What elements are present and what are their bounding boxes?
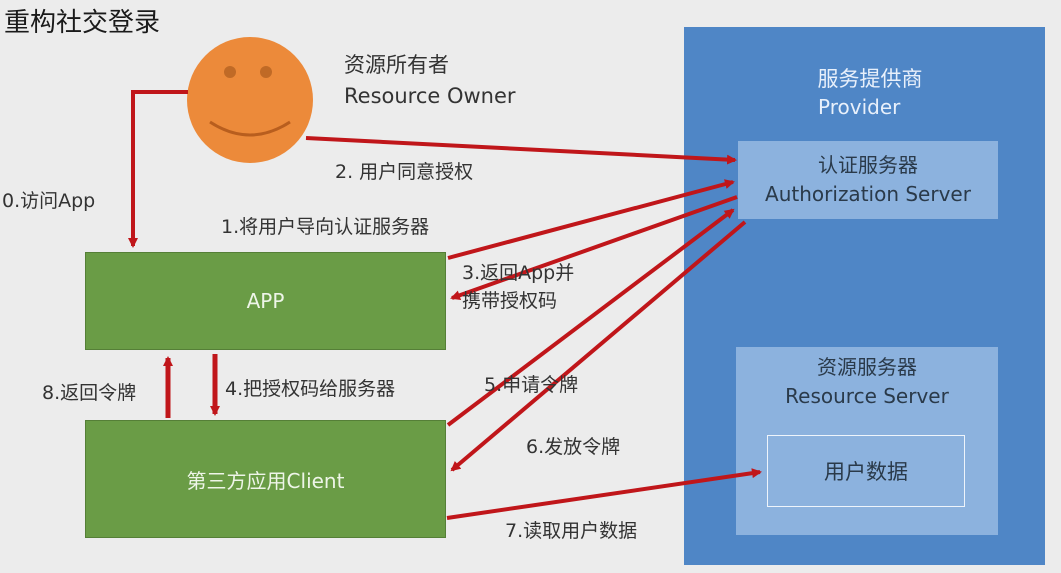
provider-title: 服务提供商 — [817, 67, 923, 91]
resource-owner-label: 资源所有者 Resource Owner — [344, 50, 516, 112]
step-1-label: 1.将用户导向认证服务器 — [221, 216, 430, 238]
page-title: 重构社交登录 — [4, 8, 161, 38]
arrow-step-7 — [446, 468, 762, 520]
user-data-label: 用户数据 — [824, 460, 908, 484]
authorization-server-label-cn: 认证服务器 — [818, 153, 918, 177]
step-4-label: 4.把授权码给服务器 — [225, 378, 396, 400]
resource-server-label-cn: 资源服务器 — [817, 355, 917, 379]
arrow-step-6 — [450, 220, 747, 472]
client-label: 第三方应用Client — [186, 468, 345, 493]
step-3-label-line1: 3.返回App并 — [462, 262, 575, 284]
arrow-step-0 — [128, 90, 188, 248]
step-2-label: 2. 用户同意授权 — [335, 161, 474, 183]
client-box: 第三方应用Client — [85, 420, 446, 538]
app-label: APP — [246, 289, 285, 313]
resource-owner-label-cn: 资源所有者 — [344, 53, 449, 77]
authorization-server-box: 认证服务器 Authorization Server — [738, 141, 998, 219]
authorization-server-label-en: Authorization Server — [765, 182, 971, 206]
step-3-label-line2: 携带授权码 — [462, 290, 558, 312]
app-box: APP — [85, 252, 446, 350]
arrow-step-2 — [305, 136, 737, 165]
resource-owner-icon — [187, 37, 313, 163]
arrow-step-3 — [450, 195, 738, 301]
step-7-label: 7.读取用户数据 — [505, 520, 638, 542]
resource-server-label-en: Resource Server — [785, 384, 949, 408]
step-5-label: 5.申请令牌 — [484, 374, 579, 396]
resource-owner-label-en: Resource Owner — [344, 84, 516, 108]
step-8-label: 8.返回令牌 — [42, 382, 137, 404]
user-data-box: 用户数据 — [767, 435, 965, 507]
step-6-label: 6.发放令牌 — [526, 436, 621, 458]
step-0-label: 0.访问App — [2, 190, 96, 212]
arrow-step-5 — [446, 208, 735, 427]
arrow-step-1 — [447, 179, 735, 260]
provider-subtitle: Provider — [818, 95, 901, 119]
